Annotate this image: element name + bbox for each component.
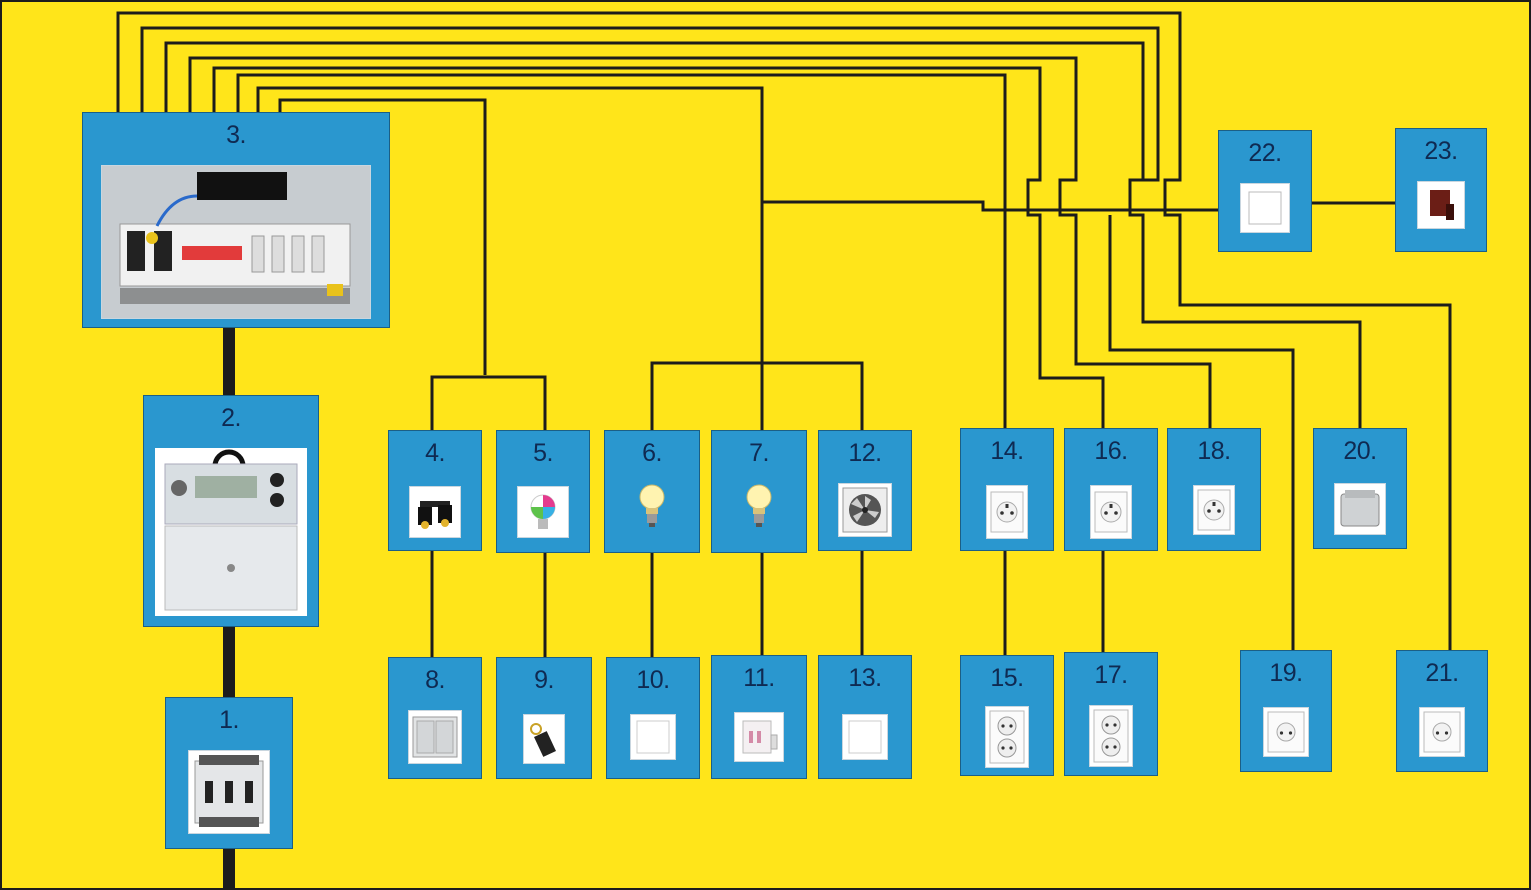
component-8-box[interactable]: 8. <box>388 657 482 779</box>
component-10-box[interactable]: 10. <box>606 657 700 779</box>
component-4-label: 4. <box>389 439 481 468</box>
switch-icon <box>842 714 888 760</box>
socket-icon <box>1419 707 1465 757</box>
component-5-box[interactable]: 5. <box>496 430 590 553</box>
double-socket-icon <box>985 706 1029 768</box>
component-15-box[interactable]: 15. <box>960 655 1054 776</box>
component-7-box[interactable]: 7. <box>711 430 807 553</box>
rgb-bulb-icon <box>517 486 569 538</box>
component-6-box[interactable]: 6. <box>604 430 700 553</box>
timer-switch-icon <box>734 712 784 762</box>
junction-box-icon <box>1334 483 1386 535</box>
distribution-panel-icon <box>101 165 371 319</box>
component-16-label: 16. <box>1065 437 1157 466</box>
wire-branch-4-5 <box>432 377 545 430</box>
component-1-label: 1. <box>166 706 292 735</box>
electricity-meter-icon <box>155 448 307 616</box>
wire-branch-6-12 <box>652 363 862 430</box>
component-7-label: 7. <box>712 439 806 468</box>
bell-icon <box>1417 181 1465 229</box>
component-11-label: 11. <box>712 664 806 693</box>
component-18-label: 18. <box>1168 437 1260 466</box>
component-15-label: 15. <box>961 664 1053 693</box>
component-8-label: 8. <box>389 666 481 695</box>
component-10-label: 10. <box>607 666 699 695</box>
spotlight-icon <box>409 486 461 538</box>
socket-icon <box>1090 485 1132 539</box>
component-20-box[interactable]: 20. <box>1313 428 1407 549</box>
circuit-breaker-icon <box>188 750 270 834</box>
remote-control-icon <box>523 714 565 764</box>
component-9-label: 9. <box>497 666 591 695</box>
socket-icon <box>986 485 1028 539</box>
component-2-label: 2. <box>144 404 318 433</box>
component-19-box[interactable]: 19. <box>1240 650 1332 772</box>
component-5-label: 5. <box>497 439 589 468</box>
component-23-box[interactable]: 23. <box>1395 128 1487 252</box>
component-12-label: 12. <box>819 439 911 468</box>
light-bulb-icon <box>637 481 667 531</box>
component-4-box[interactable]: 4. <box>388 430 482 551</box>
component-12-box[interactable]: 12. <box>818 430 912 551</box>
double-switch-icon <box>408 710 462 764</box>
switch-icon <box>630 714 676 760</box>
component-22-label: 22. <box>1219 139 1311 168</box>
socket-icon <box>1193 485 1235 535</box>
component-3-label: 3. <box>83 121 389 150</box>
fan-icon <box>838 483 892 537</box>
component-18-box[interactable]: 18. <box>1167 428 1261 551</box>
socket-icon <box>1263 707 1309 757</box>
component-17-label: 17. <box>1065 661 1157 690</box>
light-bulb-icon <box>744 481 774 531</box>
component-19-label: 19. <box>1241 659 1331 688</box>
component-21-box[interactable]: 21. <box>1396 650 1488 772</box>
component-13-label: 13. <box>819 664 911 693</box>
component-6-label: 6. <box>605 439 699 468</box>
component-14-label: 14. <box>961 437 1053 466</box>
component-22-box[interactable]: 22. <box>1218 130 1312 252</box>
component-1-box[interactable]: 1. <box>165 697 293 849</box>
component-11-box[interactable]: 11. <box>711 655 807 779</box>
component-21-label: 21. <box>1397 659 1487 688</box>
component-13-box[interactable]: 13. <box>818 655 912 779</box>
component-14-box[interactable]: 14. <box>960 428 1054 551</box>
component-3-box[interactable]: 3. <box>82 112 390 328</box>
component-2-box[interactable]: 2. <box>143 395 319 627</box>
component-20-label: 20. <box>1314 437 1406 466</box>
double-socket-icon <box>1089 705 1133 767</box>
component-9-box[interactable]: 9. <box>496 657 592 779</box>
component-16-box[interactable]: 16. <box>1064 428 1158 551</box>
component-17-box[interactable]: 17. <box>1064 652 1158 776</box>
wire-to-22 <box>762 202 1218 210</box>
switch-icon <box>1240 183 1290 233</box>
component-23-label: 23. <box>1396 137 1486 166</box>
